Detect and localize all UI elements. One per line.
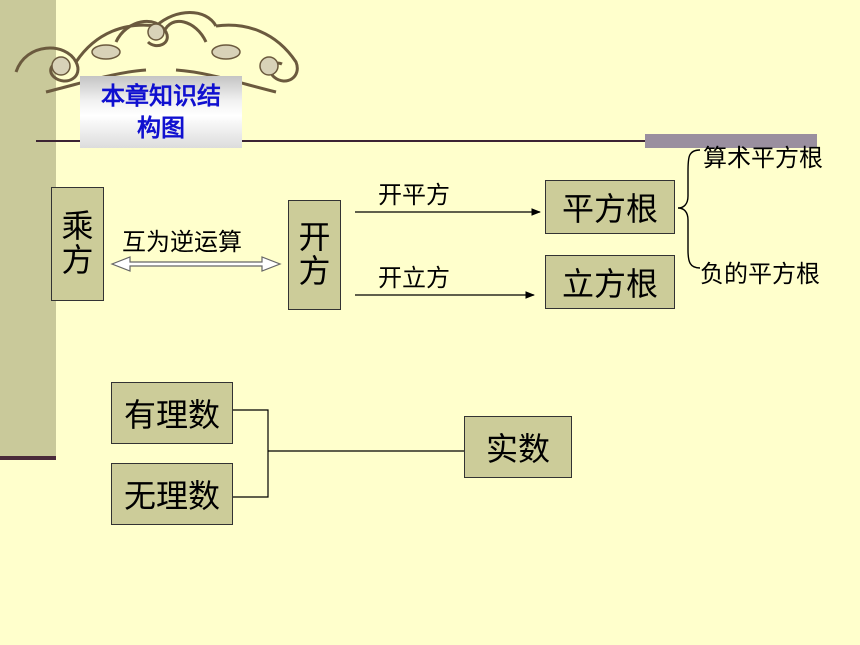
chapter-title: 本章知识结 构图 [80,76,242,148]
header-rule [36,140,816,142]
node-irrational: 无理数 [111,463,233,525]
label-negative-square-root: 负的平方根 [700,260,820,288]
node-power-char1: 乘 [61,207,94,246]
real-bracket [233,409,269,498]
node-root-operation-char2: 方 [298,252,331,290]
label-inverse-operation: 互为逆运算 [122,228,242,256]
header-accent-bar [645,134,817,148]
inverse-double-arrow [110,256,282,272]
chapter-title-line1: 本章知识结 [101,82,221,110]
left-band-underline [0,456,56,460]
node-power: 乘 方 [51,187,104,301]
root-brace [677,149,701,269]
node-power-char2: 方 [61,241,94,279]
node-rational: 有理数 [111,382,233,444]
node-cube-root: 立方根 [545,255,675,309]
ornament-flourish-icon [14,11,299,94]
node-real: 实数 [464,416,572,478]
label-square-root-op: 开平方 [378,181,450,209]
chapter-title-line2: 构图 [137,114,185,142]
node-root-operation: 开 方 [288,200,341,310]
label-arithmetic-square-root: 算术平方根 [703,144,823,172]
node-square-root: 平方根 [545,180,675,234]
label-cube-root-op: 开立方 [378,264,450,292]
node-root-operation-char1: 开 [298,218,331,257]
left-decor-band [0,0,56,458]
